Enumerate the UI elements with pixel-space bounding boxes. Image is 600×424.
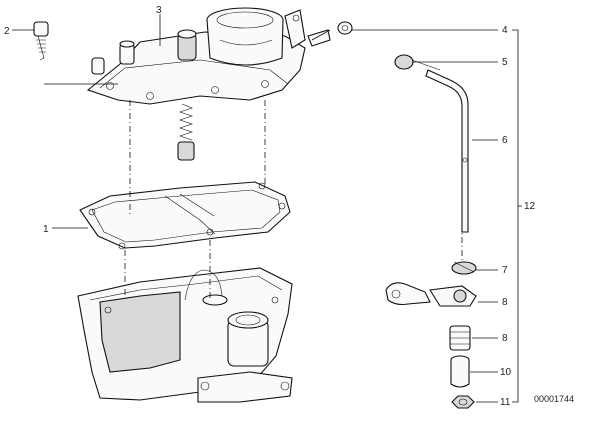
sleeve-part-10 [450, 355, 470, 388]
reference-number: 00001744 [534, 394, 574, 404]
lever-part-8 [385, 282, 477, 307]
callout-2: 2 [4, 26, 10, 37]
linkage-rod-part-6 [425, 69, 469, 233]
callout-1: 1 [43, 224, 49, 235]
callout-4: 4 [502, 25, 508, 36]
screw-part [33, 21, 49, 61]
float-bowl [77, 267, 293, 403]
leader-lines [12, 14, 522, 403]
gasket [79, 181, 291, 250]
spring-part-8 [449, 325, 471, 351]
callout-7: 7 [502, 265, 508, 276]
callout-10: 10 [500, 367, 512, 378]
nut-part-4 [337, 21, 353, 35]
callout-5: 5 [502, 57, 508, 68]
callout-8-spring: 8 [502, 333, 508, 344]
clip-part-7 [451, 261, 477, 275]
callout-11: 11 [500, 397, 511, 408]
callout-8-lever: 8 [502, 297, 508, 308]
callout-6: 6 [502, 135, 508, 146]
nut-part-11 [451, 395, 475, 409]
callout-3: 3 [156, 5, 162, 16]
callout-12: 12 [524, 201, 536, 212]
carburetor-cover [86, 7, 331, 161]
ball-joint-part-5 [394, 54, 441, 71]
